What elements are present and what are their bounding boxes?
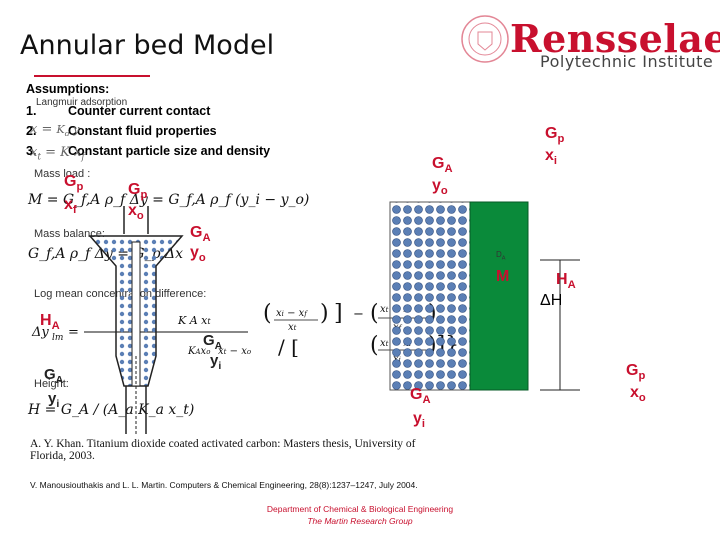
svg-text:(: ( xyxy=(370,301,379,326)
svg-text:xt: xt xyxy=(288,322,297,333)
svg-text:−: − xyxy=(353,307,364,322)
svg-text:): ) xyxy=(320,301,329,326)
mass-load-equation: M = G_f,A ρ_f Δy = G_f,A ρ_f (y_i − y_o) xyxy=(28,192,310,208)
height-label: Height: xyxy=(34,378,69,390)
annular-bed-diagram xyxy=(88,206,184,434)
brand-logo-text: Rensselaer xyxy=(510,16,720,61)
yi-label-bottom-right: yi xyxy=(413,410,426,431)
isotherm-fragment-1: x = Kd y xyxy=(30,122,80,139)
bed-column-diagram xyxy=(389,201,580,391)
yo-label-left: yo xyxy=(190,244,206,265)
xi-label-right: xi xyxy=(545,147,558,168)
svg-text:K A xt: K A xt xyxy=(177,314,211,327)
isotherm-fragment-2: xt = K xf xyxy=(30,145,85,163)
svg-text:xt − xo: xt − xo xyxy=(218,346,251,357)
assumption-3: Constant particle size and density xyxy=(68,144,271,158)
xo-label-left: xo xyxy=(128,202,144,223)
assumption-num-2: 2. xyxy=(26,124,37,138)
reference-2: V. Manousiouthakis and L. L. Martin. Com… xyxy=(30,480,418,490)
assumption-1: Counter current contact xyxy=(68,104,211,118)
ga-label-bottom-right: GA xyxy=(410,386,431,407)
ga-label-bottom-left: GA xyxy=(44,366,64,386)
yo-label-right: yo xyxy=(432,177,448,198)
ga-label-top-left: GA xyxy=(190,224,211,245)
svg-text:lm: lm xyxy=(52,333,63,343)
assumption-2: Constant fluid properties xyxy=(68,124,217,138)
gp-label-mid: Gp xyxy=(128,181,148,202)
height-equation: H = G_A / (A_a K_a x_t) xyxy=(28,402,195,418)
svg-text:/ [: / [ xyxy=(278,335,299,359)
mass-balance-label: Mass balance: xyxy=(34,228,105,240)
brand-subtitle: Polytechnic Institute xyxy=(540,52,714,71)
gp-label-right: Gp xyxy=(545,125,565,146)
ga-label-top-right: GA xyxy=(432,155,453,176)
page-title: Annular bed Model xyxy=(20,30,275,61)
assumption-num-3: 3. xyxy=(26,144,37,158)
xf-label: xf xyxy=(64,196,77,217)
svg-text:(: ( xyxy=(370,333,379,358)
svg-text:xi − xf: xi − xf xyxy=(276,308,308,319)
svg-text:]: ] xyxy=(334,301,343,326)
ha-label-right: HA xyxy=(556,271,576,292)
langmuir-note: Langmuir adsorption xyxy=(36,97,128,108)
xo-label-bottom-right: xo xyxy=(630,384,646,405)
gp-label-bottom-right: Gp xyxy=(626,362,646,383)
yi-label-mid: yi xyxy=(210,352,222,372)
reference-1: A. Y. Khan. Titanium dioxide coated acti… xyxy=(30,438,416,462)
yi-label-bottom-left: yi xyxy=(48,390,60,410)
svg-text:=: = xyxy=(68,325,79,340)
svg-text:(: ( xyxy=(263,301,272,326)
footer-dept: Department of Chemical & Biological Engi… xyxy=(266,504,454,514)
assumption-num-1: 1. xyxy=(26,104,37,118)
svg-text:KAxo: KAxo xyxy=(187,346,210,357)
university-seal-icon xyxy=(461,15,509,63)
title-underline xyxy=(34,75,150,77)
assumptions-heading: Assumptions: xyxy=(26,82,110,96)
footer-group: The Martin Research Group xyxy=(307,516,413,526)
svg-text:Δy: Δy xyxy=(31,325,49,340)
ha-label-left: HA xyxy=(40,312,60,333)
gp-label-left: Gp xyxy=(64,173,84,194)
d-a-label: DA xyxy=(496,250,506,262)
m-label: M xyxy=(496,268,510,285)
delta-h-label: ΔH xyxy=(540,292,563,309)
mass-load-label: Mass load : xyxy=(34,168,91,180)
ga-label-mid: GA xyxy=(203,332,223,352)
